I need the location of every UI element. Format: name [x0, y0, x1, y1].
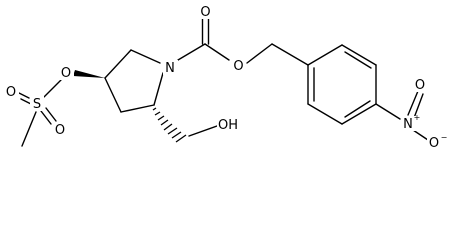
bond-s-o1-double-1 — [18, 92, 30, 99]
atom-o-mesyl: O — [61, 66, 71, 81]
bond-ar-1-2 — [307, 44, 343, 66]
stereo-hash-c2-ch2 — [152, 107, 187, 143]
atom-o-carbonyl: O — [200, 5, 210, 20]
bond-s-o2-double-1 — [45, 107, 57, 122]
bond-carbonyl-c-o — [204, 43, 230, 61]
bond-c3-c4 — [104, 77, 122, 113]
atom-o-nitro-bottom: O — [429, 136, 439, 151]
atom-n-ring: N — [165, 61, 175, 76]
charge-n-plus: + — [414, 113, 421, 122]
bond-o-ch2 — [246, 43, 273, 64]
stereo-wedge-c4-o — [73, 70, 105, 78]
bond-ar-2-3 — [341, 44, 377, 66]
bond-n-o-bottom — [412, 129, 429, 141]
bond-ar-inner-2 — [344, 51, 372, 69]
bond-carbonyl-c-n — [177, 43, 206, 61]
atom-n-nitro: N — [403, 117, 413, 132]
bond-ch2-aryl — [271, 43, 309, 66]
atom-oh: OH — [218, 118, 238, 133]
bond-ar-n — [375, 103, 401, 120]
bond-ar-4-5 — [341, 103, 377, 125]
bond-s-ch3 — [21, 111, 37, 147]
bond-ar-inner-3 — [344, 100, 371, 118]
bond-s-o1-double-2 — [20, 98, 32, 105]
structure-diagram: O N O O S O O OH N + O O − — [4, 4, 447, 151]
atom-o-nitro-top: O — [415, 78, 425, 93]
atom-s: S — [33, 97, 41, 112]
bond-n-o-top-double-2 — [413, 93, 424, 119]
atom-o-ester: O — [233, 59, 243, 74]
bond-n-c2 — [153, 72, 164, 106]
bond-n-o-top-double-1 — [407, 90, 419, 116]
atom-o-sulfonyl-1: O — [6, 85, 16, 100]
bond-c5-n — [130, 49, 161, 64]
bond-c2-c3 — [120, 104, 155, 113]
atom-labels: O N O O S O O OH N + O O − — [4, 4, 447, 151]
bond-o-s — [43, 79, 62, 98]
bond-ch2oh-o — [188, 125, 218, 137]
bond-s-o2-double-2 — [40, 110, 52, 125]
charge-o-minus: − — [441, 133, 448, 142]
bond-c4-c5 — [104, 49, 132, 79]
bonds — [18, 16, 429, 147]
atom-o-sulfonyl-2: O — [55, 123, 65, 138]
bond-ar-5-6 — [307, 103, 343, 125]
